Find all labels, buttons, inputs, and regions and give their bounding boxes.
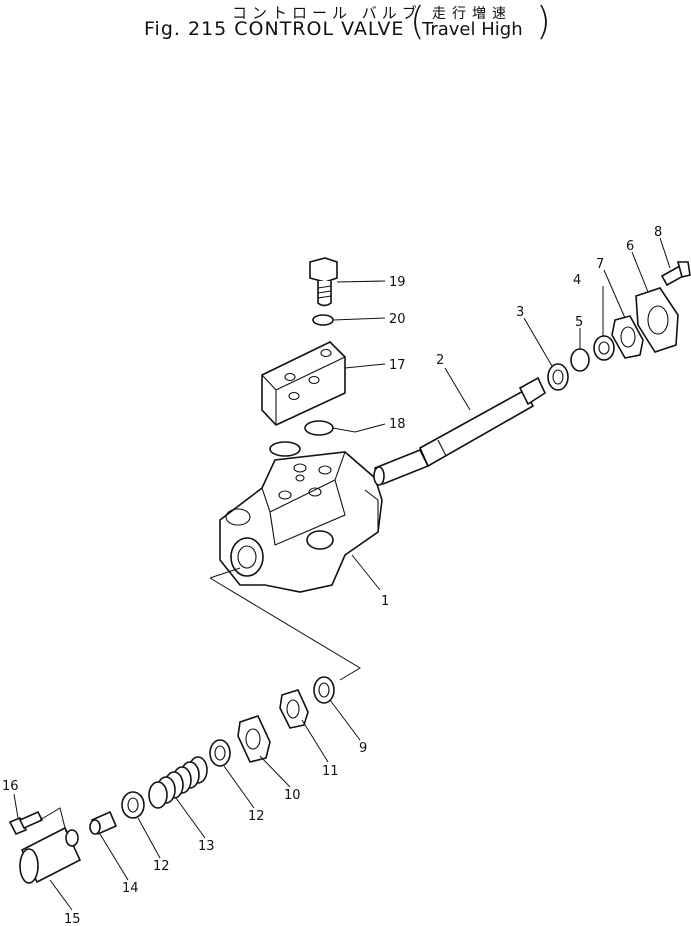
callout-5: 5 xyxy=(575,315,583,330)
close-paren: ) xyxy=(536,0,551,43)
callout-19: 19 xyxy=(389,275,406,290)
part-14-plug xyxy=(89,810,118,836)
callout-20: 20 xyxy=(389,312,406,327)
callout-9: 9 xyxy=(359,741,367,756)
callout-13: 13 xyxy=(198,839,215,854)
callout-3: 3 xyxy=(516,305,524,320)
part-13-spring xyxy=(148,756,208,809)
part-6-flange-cover xyxy=(635,287,679,353)
part-10-flange xyxy=(237,715,271,763)
callout-18: 18 xyxy=(389,417,406,432)
callout-labels: 1 2 3 4 5 6 7 8 9 10 11 12 12 13 14 15 1… xyxy=(2,225,662,926)
callout-10: 10 xyxy=(284,788,301,803)
callout-14: 14 xyxy=(122,881,139,896)
callout-17: 17 xyxy=(389,358,406,373)
assembly-bracket-line xyxy=(209,567,361,681)
part-12-spring-seat xyxy=(209,739,231,767)
part-11-gasket xyxy=(279,689,309,729)
title-japanese: コントロール バルブ xyxy=(232,4,422,22)
part-20-snap-ring xyxy=(312,314,334,326)
callout-11: 11 xyxy=(322,764,339,779)
part-19-bolt xyxy=(309,257,338,307)
part-3-sleeve xyxy=(547,363,569,391)
part-4-seal xyxy=(593,335,615,361)
callout-12-lower: 12 xyxy=(153,859,170,874)
part-7-gasket xyxy=(611,315,644,359)
part-2-spool xyxy=(373,376,547,486)
part-17-cover xyxy=(261,341,346,426)
subtitle-japanese: 走行増速 xyxy=(432,6,512,22)
callout-16: 16 xyxy=(2,779,19,794)
part-15-cap xyxy=(19,826,82,884)
subtitle-english: Travel High xyxy=(422,19,523,40)
part-8-bolt xyxy=(660,261,691,287)
callout-7: 7 xyxy=(596,257,604,272)
part-9-sleeve xyxy=(313,676,335,704)
part-5-washer xyxy=(570,348,590,372)
callout-4: 4 xyxy=(573,273,581,288)
open-paren: ( xyxy=(410,0,425,43)
part-1-valve-body xyxy=(219,451,383,593)
callout-6: 6 xyxy=(626,239,634,254)
part-12-spring-seat xyxy=(121,791,145,819)
part-18-o-ring xyxy=(304,420,334,436)
callout-1: 1 xyxy=(381,594,389,609)
callout-2: 2 xyxy=(436,353,444,368)
callout-8: 8 xyxy=(654,225,662,240)
callout-15: 15 xyxy=(64,912,81,926)
figure-title: Fig. 215 CONTROL VALVE xyxy=(144,18,405,40)
part-18-o-ring xyxy=(269,441,301,457)
leader-lines xyxy=(13,237,671,911)
callout-12-upper: 12 xyxy=(248,809,265,824)
part-16-bolt xyxy=(8,810,44,836)
